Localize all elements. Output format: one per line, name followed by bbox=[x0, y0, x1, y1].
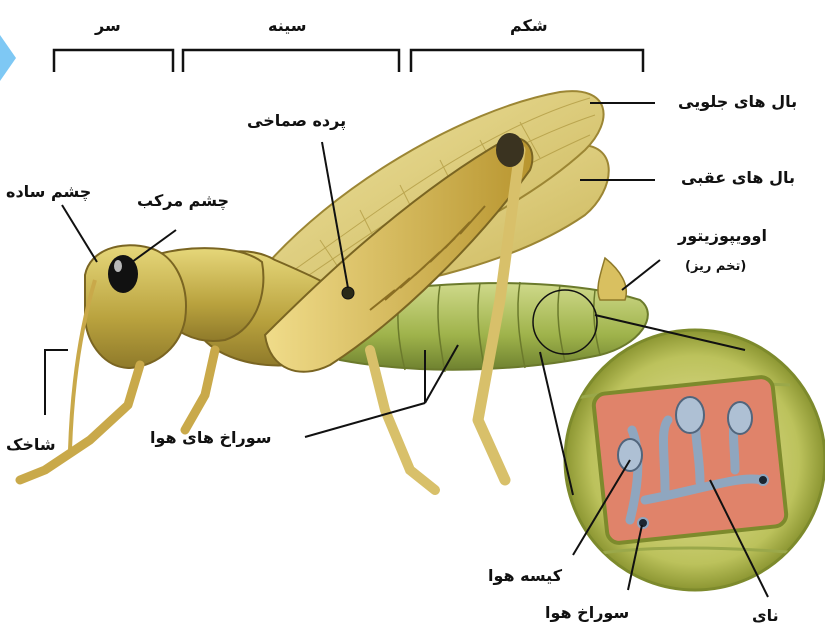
tympanum-spot bbox=[342, 287, 354, 299]
label-ovipositor: اوویپوزیتور bbox=[678, 228, 767, 244]
spiracles-leader-a bbox=[305, 403, 425, 437]
label-trachea: نای bbox=[752, 608, 779, 624]
region-label-head: سر bbox=[95, 18, 121, 34]
ovipositor-shape bbox=[598, 258, 626, 300]
eye-highlight bbox=[114, 260, 122, 272]
simple-eye-leader bbox=[62, 205, 97, 262]
ovipositor-leader bbox=[622, 260, 660, 290]
inset-magnified-view bbox=[565, 330, 825, 590]
thorax-bracket bbox=[183, 50, 399, 72]
label-antenna: شاخک bbox=[6, 437, 56, 453]
label-hindwing: بال های عقبی bbox=[681, 170, 795, 186]
inset-spiracle bbox=[638, 518, 648, 528]
knee-joint bbox=[496, 133, 524, 167]
region-brackets bbox=[54, 50, 643, 72]
antenna-leader bbox=[45, 350, 68, 415]
region-label-thorax: سینه bbox=[268, 18, 307, 34]
label-air-sac: کیسه هوا bbox=[488, 568, 562, 584]
label-tympanum: پرده صماخی bbox=[247, 113, 346, 129]
label-forewing: بال های جلویی bbox=[678, 94, 797, 110]
label-spiracle: سوراخ هوا bbox=[545, 605, 629, 621]
inset-connector-bottom bbox=[540, 352, 573, 495]
label-simple-eye: چشم ساده bbox=[6, 184, 91, 200]
label-compound-eye: چشم مرکب bbox=[137, 193, 229, 209]
front-leg bbox=[20, 365, 140, 480]
label-ovipositor-sub: (تخم ریز) bbox=[685, 260, 746, 273]
middle-leg bbox=[185, 350, 215, 430]
label-spiracles: سوراخ های هوا bbox=[150, 430, 272, 446]
head-bracket bbox=[54, 50, 173, 72]
abdomen-bracket bbox=[411, 50, 643, 72]
region-label-abdomen: شکم bbox=[510, 18, 548, 34]
